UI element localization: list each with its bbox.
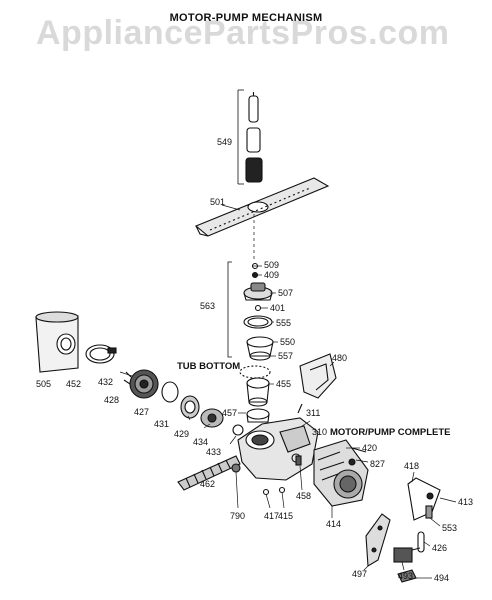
part-493-drawing xyxy=(393,547,421,563)
part-457-drawing xyxy=(246,408,270,423)
part-434-drawing xyxy=(200,408,224,428)
part-501-drawing xyxy=(194,177,330,262)
label-409: 409 xyxy=(264,270,280,280)
label-501: 501 xyxy=(210,197,226,207)
part-462-drawing xyxy=(177,455,241,491)
part-452-drawing xyxy=(85,344,117,364)
label-507: 507 xyxy=(278,288,294,298)
label-417: 417 xyxy=(264,511,280,521)
diagram-title: MOTOR-PUMP MECHANISM xyxy=(169,12,323,24)
label-555: 555 xyxy=(276,318,292,328)
label-413: 413 xyxy=(458,497,474,507)
label-429: 429 xyxy=(174,429,190,439)
label-414: 414 xyxy=(326,519,342,529)
label-509: 509 xyxy=(264,260,280,270)
part-458-drawing xyxy=(295,455,302,466)
label-493: 493 xyxy=(398,571,414,581)
part-433-drawing xyxy=(232,424,244,436)
label-563: 563 xyxy=(200,301,216,311)
label-557: 557 xyxy=(278,351,294,361)
label-827: 827 xyxy=(370,459,386,469)
label-553: 553 xyxy=(442,523,458,533)
label-431: 431 xyxy=(154,419,170,429)
part-417-drawing xyxy=(262,488,270,496)
label-549: 549 xyxy=(217,137,233,147)
part-505-drawing xyxy=(35,311,79,373)
bracket-418-drawing xyxy=(407,477,441,521)
label-428: 428 xyxy=(104,395,120,405)
label-790: 790 xyxy=(230,511,246,521)
part-427-drawing xyxy=(161,381,179,403)
label-550: 550 xyxy=(280,337,296,347)
part-549-drawing xyxy=(237,89,263,185)
label-505: 505 xyxy=(36,379,52,389)
label-497: 497 xyxy=(352,569,368,579)
label-420: 420 xyxy=(362,443,378,453)
part-428-drawing xyxy=(123,369,159,399)
part-790-drawing xyxy=(231,463,241,473)
motor-drawing xyxy=(313,439,369,507)
label-432: 432 xyxy=(98,377,114,387)
watermark: AppliancePartsPros.com xyxy=(36,14,450,52)
part-431-429-drawing xyxy=(180,395,200,419)
label-480: 480 xyxy=(332,353,348,363)
part-480-drawing xyxy=(299,353,337,399)
label-311: 311 xyxy=(306,408,321,418)
label-434: 434 xyxy=(193,437,209,447)
label-401: 401 xyxy=(270,303,286,313)
part-497-drawing xyxy=(365,513,391,567)
label-415: 415 xyxy=(278,511,294,521)
label-455: 455 xyxy=(276,379,292,389)
part-455-drawing xyxy=(246,377,270,407)
label-427: 427 xyxy=(134,407,150,417)
leader-lines xyxy=(119,204,457,579)
label-457: 457 xyxy=(222,408,238,418)
label-494: 494 xyxy=(434,573,450,583)
label-426: 426 xyxy=(432,543,448,553)
label-452: 452 xyxy=(66,379,82,389)
label-310: 310 xyxy=(312,427,328,437)
part-426-drawing xyxy=(417,531,425,553)
label-462: 462 xyxy=(200,479,216,489)
label-458: 458 xyxy=(296,491,312,501)
label-433: 433 xyxy=(206,447,222,457)
label-tub-bottom: TUB BOTTOM xyxy=(177,361,241,372)
part-415-drawing xyxy=(278,486,286,494)
label-418: 418 xyxy=(404,461,420,471)
tub-bottom-opening xyxy=(239,365,271,379)
label-motor-pump-complete: MOTOR/PUMP COMPLETE xyxy=(330,427,451,438)
